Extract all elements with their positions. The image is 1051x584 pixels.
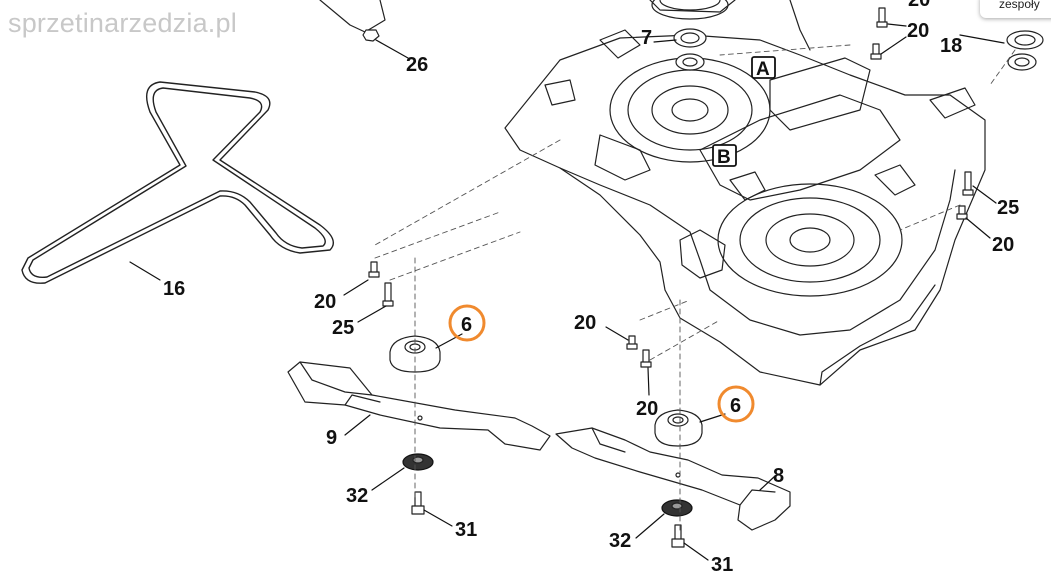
bolt-20-left — [368, 261, 380, 278]
blade-hub-right — [654, 409, 703, 447]
callout-20-mid-2: 20 — [636, 398, 658, 420]
highlight-circle-left — [448, 304, 486, 342]
tooltip-zespoly[interactable]: zespoły — [980, 0, 1051, 18]
blade-8 — [555, 427, 791, 531]
bolt-20-mid-b — [640, 349, 652, 368]
callout-6-left: 6 — [461, 314, 472, 336]
bolt-20-mid-a — [626, 335, 638, 350]
bolt-20-top-b — [870, 43, 882, 60]
washer-32-left — [402, 453, 434, 471]
spindle-pulley — [651, 0, 729, 20]
bolt-26 — [362, 29, 380, 42]
bearing-18 — [1006, 30, 1044, 71]
highlight-circle-right — [717, 385, 755, 423]
callout-6-right: 6 — [730, 395, 741, 417]
section-label-b-text: B — [717, 147, 731, 168]
callout-8: 8 — [773, 465, 784, 487]
callout-16: 16 — [163, 278, 185, 300]
callout-9: 9 — [326, 427, 337, 449]
callout-18: 18 — [940, 35, 962, 57]
bolt-31-left — [411, 491, 425, 515]
leader-lines — [129, 23, 1005, 561]
blade-9 — [287, 361, 551, 451]
bolt-25-left — [382, 282, 394, 307]
washer-32-right — [661, 499, 693, 517]
drive-belt — [21, 81, 334, 284]
callout-20-right: 20 — [992, 234, 1014, 256]
bolt-20-right — [956, 205, 968, 220]
callout-32-left: 32 — [346, 485, 368, 507]
callout-20-mid: 20 — [574, 312, 596, 334]
alignment-lines — [374, 44, 1016, 531]
callout-31-right: 31 — [711, 554, 733, 576]
callout-20-left: 20 — [314, 291, 336, 313]
bolt-20-top-a — [876, 7, 888, 28]
bolt-25-right — [962, 171, 974, 196]
callout-20-top-2: 20 — [907, 20, 929, 42]
callout-7: 7 — [641, 27, 652, 49]
callout-25-left: 25 — [332, 317, 354, 339]
callout-25-right: 25 — [997, 197, 1019, 219]
callout-20-top: 20 — [908, 0, 930, 11]
bearing-7 — [673, 28, 707, 71]
section-label-a — [751, 56, 776, 79]
section-label-a-text: A — [756, 59, 770, 80]
section-label-b — [712, 144, 737, 167]
watermark: sprzetinarzedzia.pl — [8, 8, 237, 38]
callout-26: 26 — [406, 54, 428, 76]
callout-32-right: 32 — [609, 530, 631, 552]
callout-31-left: 31 — [455, 519, 477, 541]
bolt-31-right — [671, 524, 685, 548]
